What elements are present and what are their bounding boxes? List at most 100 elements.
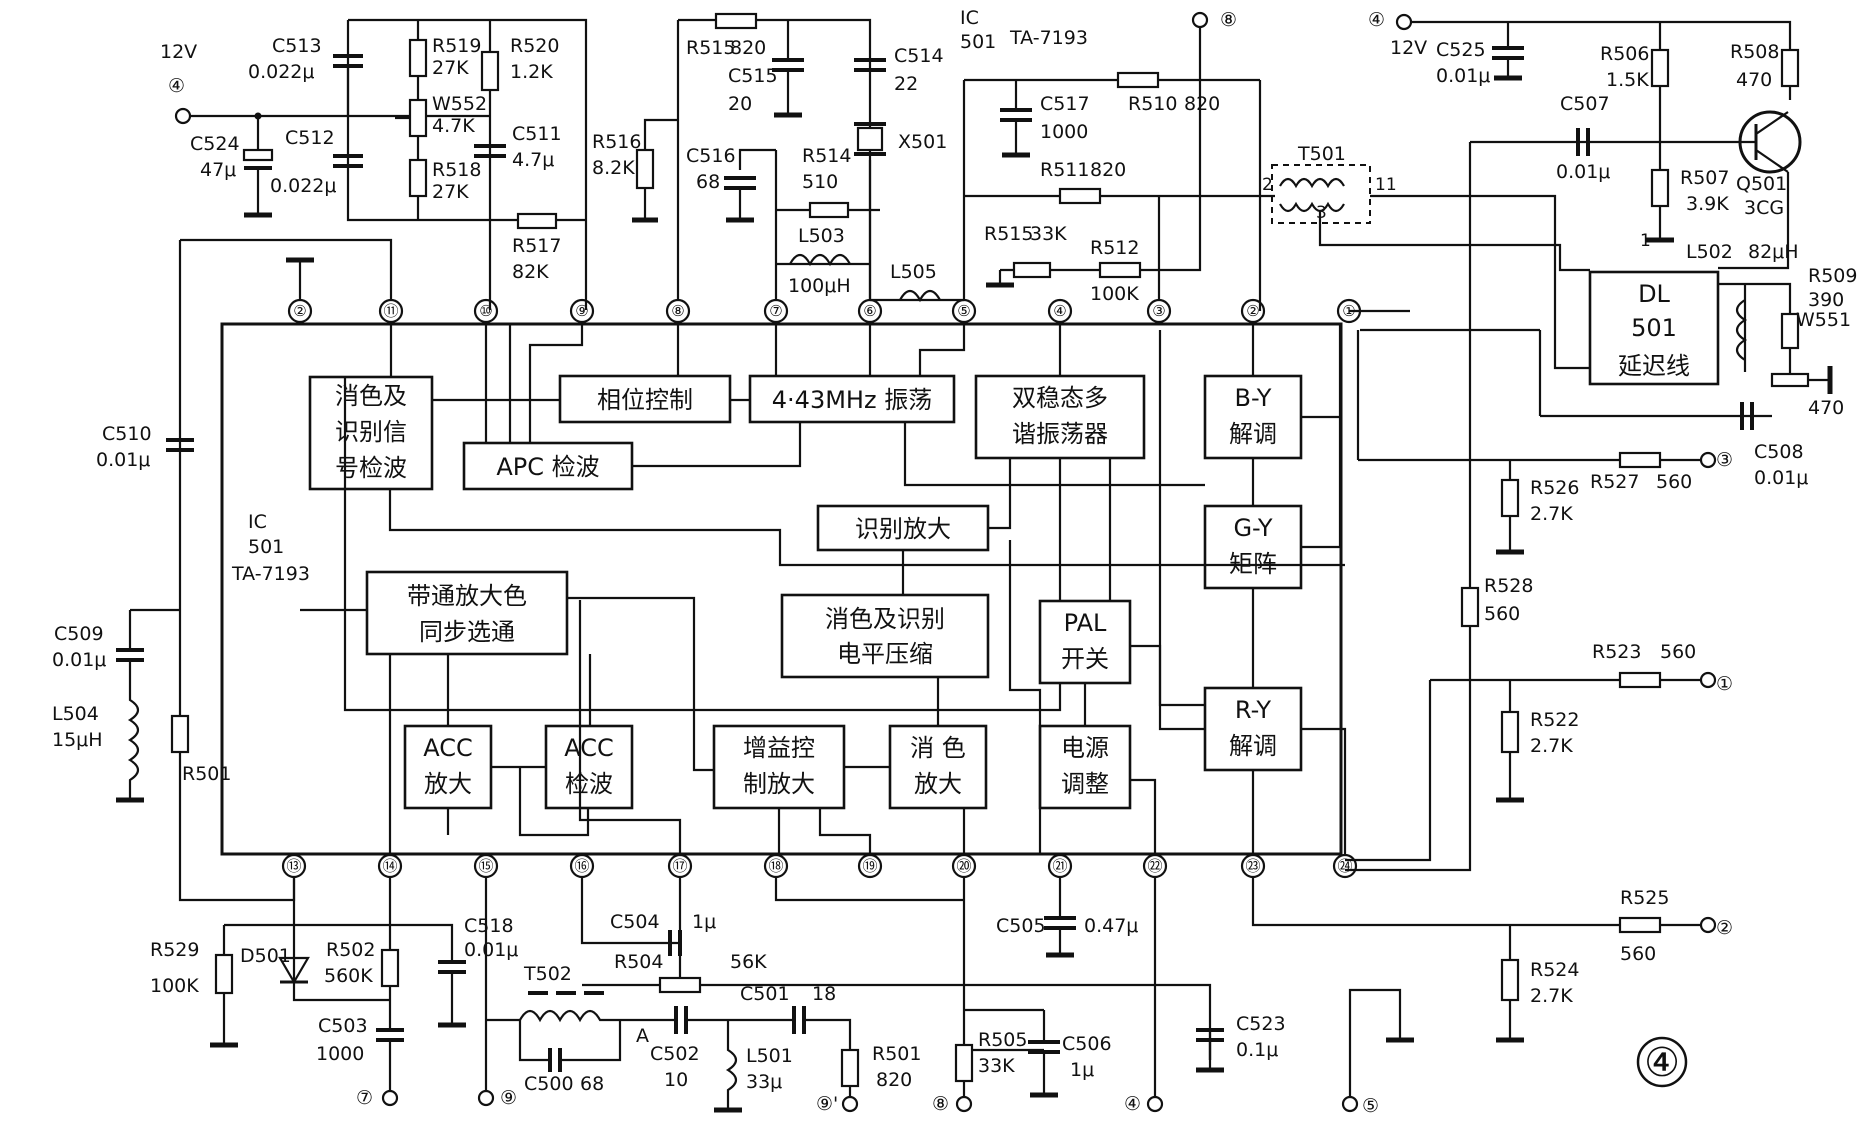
svg-text:4.7K: 4.7K — [432, 115, 475, 137]
svg-text:C506: C506 — [1062, 1033, 1112, 1055]
svg-text:R514: R514 — [802, 145, 851, 167]
svg-text:㉑: ㉑ — [1052, 857, 1067, 875]
svg-text:R516: R516 — [592, 131, 641, 153]
svg-text:R528: R528 — [1484, 575, 1533, 597]
svg-text:⑬: ⑬ — [286, 857, 301, 875]
svg-text:560: 560 — [1660, 641, 1696, 663]
svg-text:⑱: ⑱ — [768, 857, 783, 875]
svg-text:⑭: ⑭ — [382, 857, 397, 875]
svg-text:C512: C512 — [285, 127, 335, 149]
svg-text:0.01μ: 0.01μ — [1436, 65, 1490, 87]
svg-text:R501: R501 — [872, 1043, 921, 1065]
svg-text:C508: C508 — [1754, 441, 1804, 463]
svg-text:33μ: 33μ — [746, 1071, 782, 1093]
svg-text:开关: 开关 — [1061, 645, 1109, 673]
svg-text:R507: R507 — [1680, 167, 1729, 189]
svg-text:1.2K: 1.2K — [510, 61, 553, 83]
svg-text:L504: L504 — [52, 703, 99, 725]
svg-text:R529: R529 — [150, 939, 199, 961]
svg-text:R519: R519 — [432, 35, 481, 57]
block-acc-amp: ACC 放大 — [403, 724, 493, 810]
block-power-regulator: 电源 调整 — [1038, 724, 1132, 810]
internal-wiring — [300, 324, 1347, 854]
svg-text:22: 22 — [894, 73, 918, 95]
svg-text:解调: 解调 — [1229, 420, 1277, 448]
svg-text:⑯: ⑯ — [574, 857, 589, 875]
svg-text:R-Y: R-Y — [1235, 696, 1272, 724]
svg-text:制放大: 制放大 — [743, 770, 815, 798]
block-by-demod: B-Y 解调 — [1203, 374, 1303, 460]
svg-text:11: 11 — [1375, 175, 1397, 195]
svg-text:R512: R512 — [1090, 237, 1139, 259]
block-gy-matrix: G-Y 矩阵 — [1203, 504, 1303, 590]
svg-text:识别放大: 识别放大 — [855, 515, 951, 543]
svg-text:④: ④ — [1368, 9, 1385, 31]
svg-text:④: ④ — [1124, 1093, 1141, 1115]
svg-text:C524: C524 — [190, 133, 240, 155]
svg-text:④: ④ — [168, 75, 185, 97]
svg-text:C516: C516 — [686, 145, 736, 167]
svg-text:1000: 1000 — [316, 1043, 364, 1065]
svg-text:R501: R501 — [182, 763, 231, 785]
svg-text:⑧: ⑧ — [671, 302, 684, 320]
svg-text:D501: D501 — [240, 945, 291, 967]
svg-text:R526: R526 — [1530, 477, 1579, 499]
supply-network-left: 12V ④ C524 47μ C513 0.022μ C512 0.022μ R… — [160, 18, 588, 310]
block-apc-detector: APC 检波 — [462, 441, 634, 491]
svg-text:APC 检波: APC 检波 — [496, 453, 599, 481]
svg-text:2.7K: 2.7K — [1530, 985, 1573, 1007]
ic-top-part: TA-7193 — [1009, 27, 1088, 49]
svg-text:0.01μ: 0.01μ — [96, 449, 150, 471]
svg-text:电平压缩: 电平压缩 — [837, 640, 933, 668]
svg-text:C517: C517 — [1040, 93, 1090, 115]
ic-designator: IC — [248, 511, 267, 533]
svg-text:100μH: 100μH — [788, 275, 851, 297]
svg-text:0.01μ: 0.01μ — [1754, 467, 1808, 489]
svg-text:G-Y: G-Y — [1233, 514, 1272, 542]
svg-text:2: 2 — [1262, 175, 1273, 195]
figure-number: ④ — [1644, 1040, 1680, 1086]
svg-text:放大: 放大 — [424, 770, 472, 798]
svg-text:R520: R520 — [510, 35, 559, 57]
svg-text:8.2K: 8.2K — [592, 157, 635, 179]
svg-text:C510: C510 — [102, 423, 152, 445]
svg-text:L505: L505 — [890, 261, 937, 283]
svg-text:100K: 100K — [1090, 283, 1139, 305]
svg-text:L503: L503 — [798, 225, 845, 247]
supply-left-label: 12V — [160, 41, 197, 63]
svg-text:82μH: 82μH — [1748, 241, 1799, 263]
ic-number: 501 — [248, 536, 284, 558]
svg-text:A: A — [636, 1025, 649, 1047]
pins-bottom: ⑬ ⑭ ⑮ ⑯ ⑰ ⑱ ⑲ ⑳ ㉑ ㉒ ㉓ ㉔ — [281, 853, 1358, 879]
svg-text:68: 68 — [580, 1073, 604, 1095]
svg-text:0.1μ: 0.1μ — [1236, 1039, 1278, 1061]
svg-text:R506: R506 — [1600, 43, 1649, 65]
svg-text:33K: 33K — [978, 1055, 1015, 1077]
block-killer-level: 消色及识别 电平压缩 — [780, 593, 990, 679]
svg-text:C518: C518 — [464, 915, 514, 937]
svg-text:C505: C505 — [996, 915, 1046, 937]
svg-text:4.7μ: 4.7μ — [512, 149, 554, 171]
block-phase-control: 相位控制 — [558, 374, 732, 424]
svg-text:510: 510 — [802, 171, 838, 193]
svg-text:㉓: ㉓ — [1245, 857, 1260, 875]
svg-text:820: 820 — [876, 1069, 912, 1091]
block-killer-amp: 消 色 放大 — [888, 724, 988, 810]
svg-text:C507: C507 — [1560, 93, 1610, 115]
svg-text:47μ: 47μ — [200, 159, 236, 181]
svg-text:消 色: 消 色 — [910, 734, 966, 762]
svg-text:双稳态多: 双稳态多 — [1012, 384, 1108, 412]
svg-text:带通放大色: 带通放大色 — [407, 582, 527, 610]
svg-text:⑧: ⑧ — [932, 1093, 949, 1115]
network-bottom: R529 100K D501 R502 560K ⑦ C503 1000 C51… — [150, 877, 1414, 1117]
svg-text:33K: 33K — [1030, 223, 1067, 245]
svg-text:560: 560 — [1484, 603, 1520, 625]
svg-text:R502: R502 — [326, 939, 375, 961]
svg-text:㉒: ㉒ — [1147, 857, 1162, 875]
block-killer-detect: 消色及 识别信 号检波 — [308, 375, 434, 491]
svg-text:增益控: 增益控 — [743, 734, 815, 762]
svg-text:2.7K: 2.7K — [1530, 503, 1573, 525]
svg-text:27K: 27K — [432, 181, 469, 203]
svg-text:0.022μ: 0.022μ — [270, 175, 336, 197]
